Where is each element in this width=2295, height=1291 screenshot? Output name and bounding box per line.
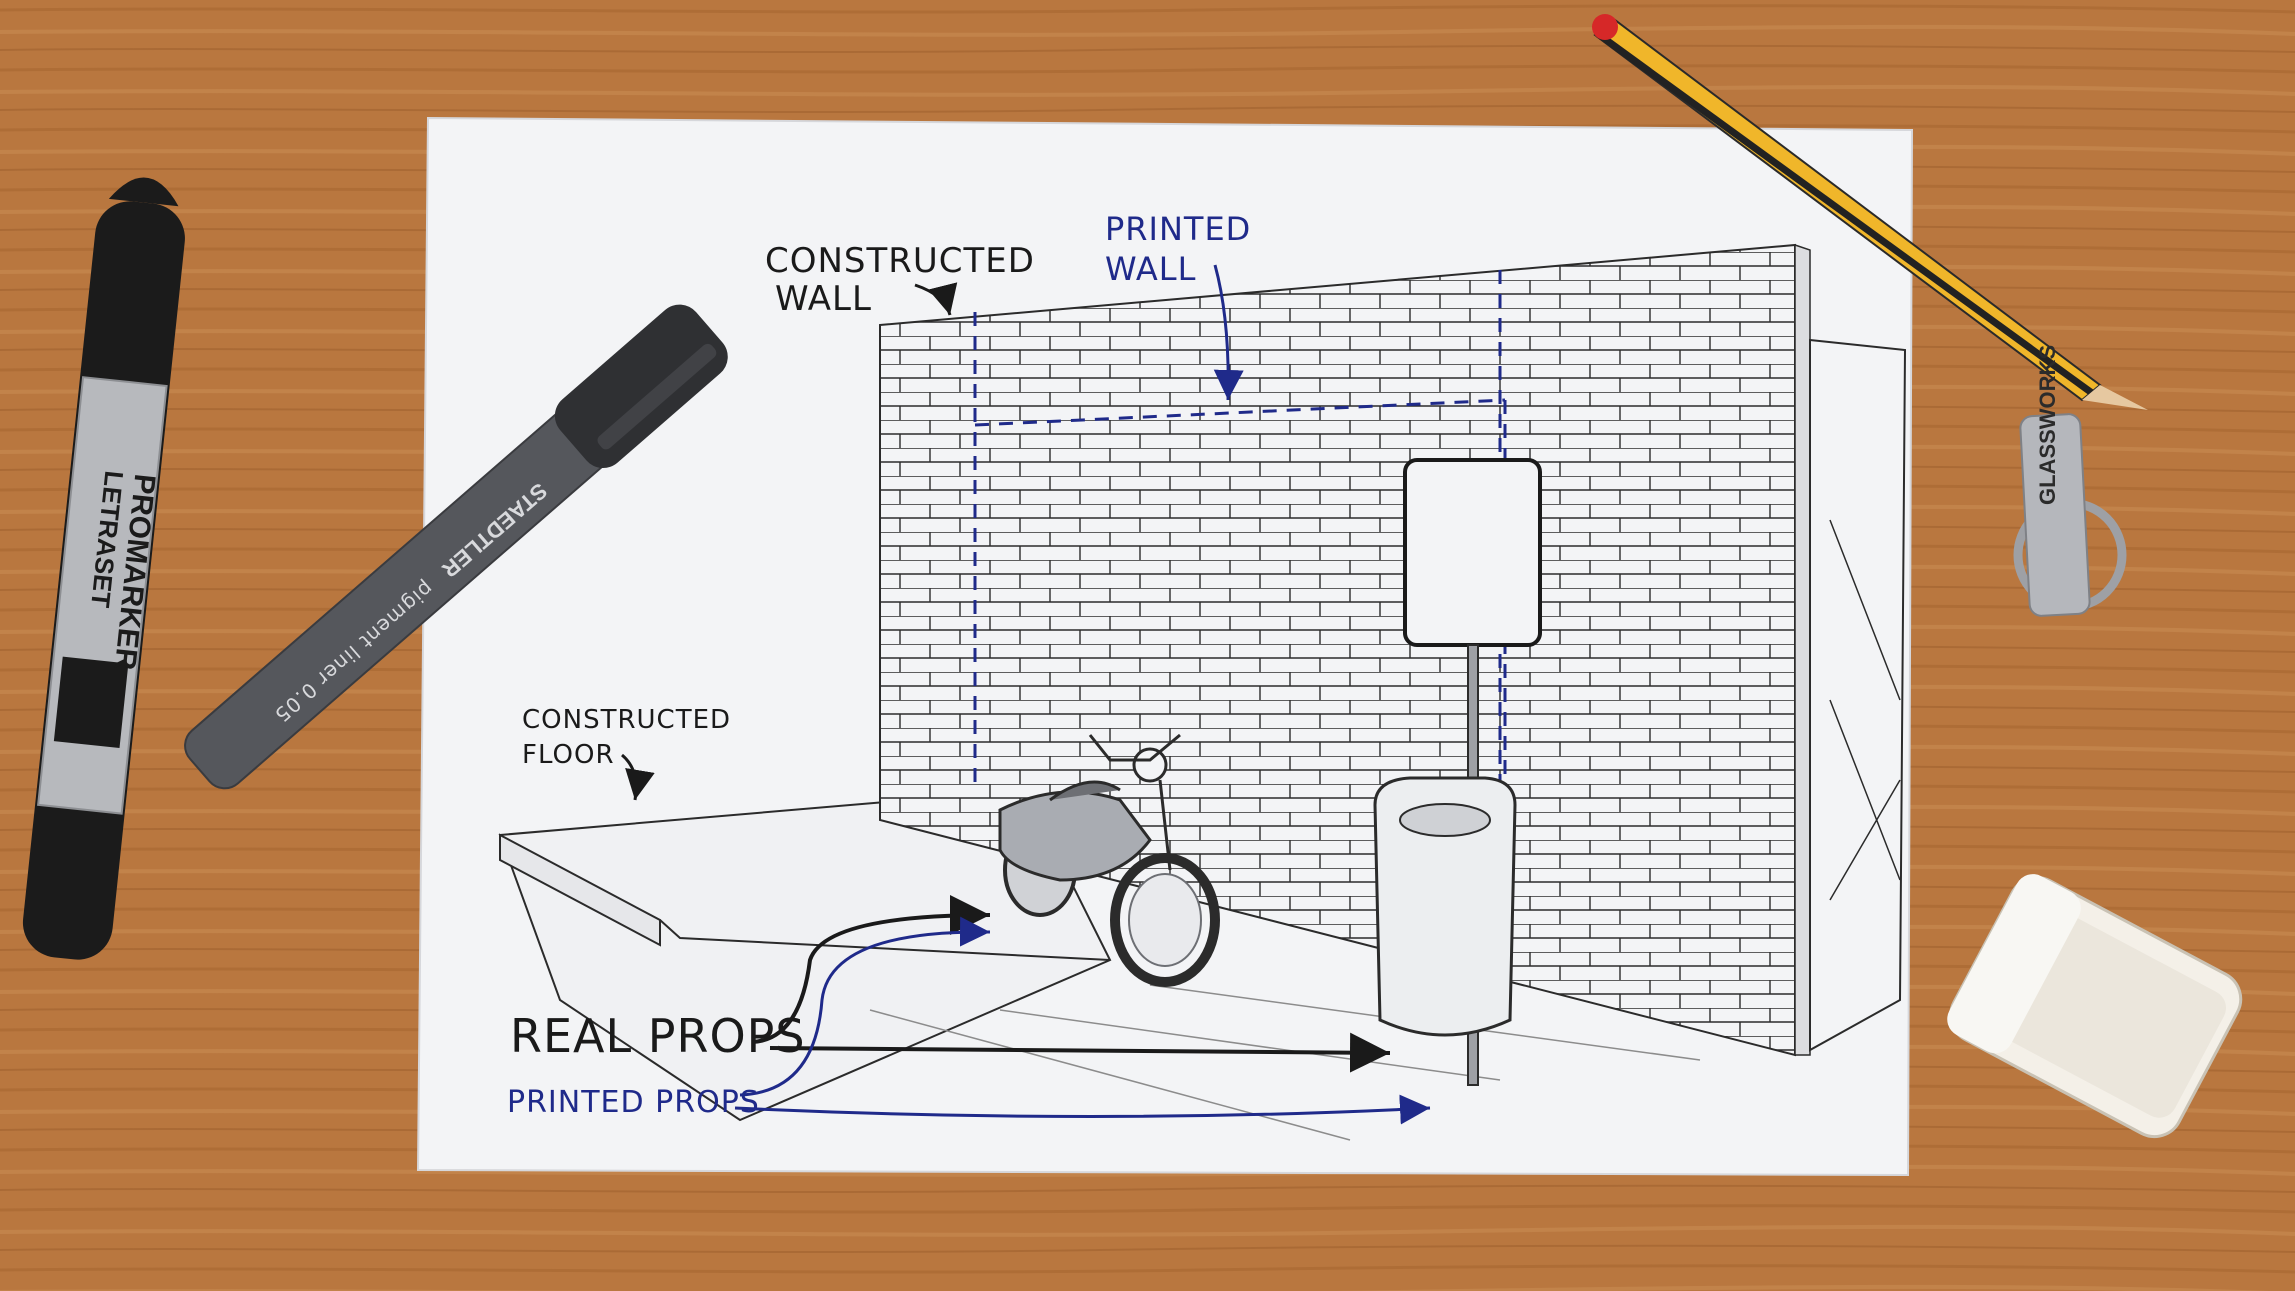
arrow-real-to-bin — [769, 1032, 1391, 1073]
arrow-real-to-motorcycle — [751, 895, 991, 1044]
arrow-to-constructed-floor — [620, 753, 655, 801]
constructed-wall-label-line1: CONSTRUCTED — [765, 241, 1035, 281]
constructed-wall-label: CONSTRUCTED WALL — [765, 241, 1035, 319]
arrow-printed-to-motorcycle — [739, 916, 991, 1097]
arrow-to-printed-wall — [1213, 264, 1244, 401]
usb-keyring: GLASSWORKS — [2013, 345, 2127, 617]
eraser — [1947, 874, 2243, 1139]
usb-text: GLASSWORKS — [2035, 345, 2060, 505]
constructed-floor-label-line2: FLOOR — [522, 740, 615, 770]
constructed-floor-label: CONSTRUCTED FLOOR — [522, 705, 731, 770]
printed-wall-label-line1: PRINTED — [1105, 210, 1251, 248]
arrow-to-constructed-wall — [914, 282, 958, 316]
trash-bin-prop — [1373, 776, 1517, 1037]
printed-wall-label: PRINTED WALL — [1105, 210, 1251, 288]
motorcycle-prop — [998, 733, 1220, 987]
arrows — [620, 264, 1431, 1125]
constructed-floor — [498, 788, 1701, 1141]
constructed-floor-label-line1: CONSTRUCTED — [522, 705, 731, 735]
real-props-label: REAL PROPS — [510, 1009, 806, 1063]
printed-wall-label-line2: WALL — [1105, 250, 1196, 288]
constructed-wall-label-line2: WALL — [775, 279, 872, 319]
arrow-printed-to-ground — [734, 1094, 1431, 1125]
promarker-pen: LETRASET PROMARKER — [22, 177, 185, 960]
pencil — [1592, 14, 2148, 410]
side-structure — [1809, 338, 1907, 1052]
printed-props-label: PRINTED PROPS — [507, 1085, 760, 1120]
